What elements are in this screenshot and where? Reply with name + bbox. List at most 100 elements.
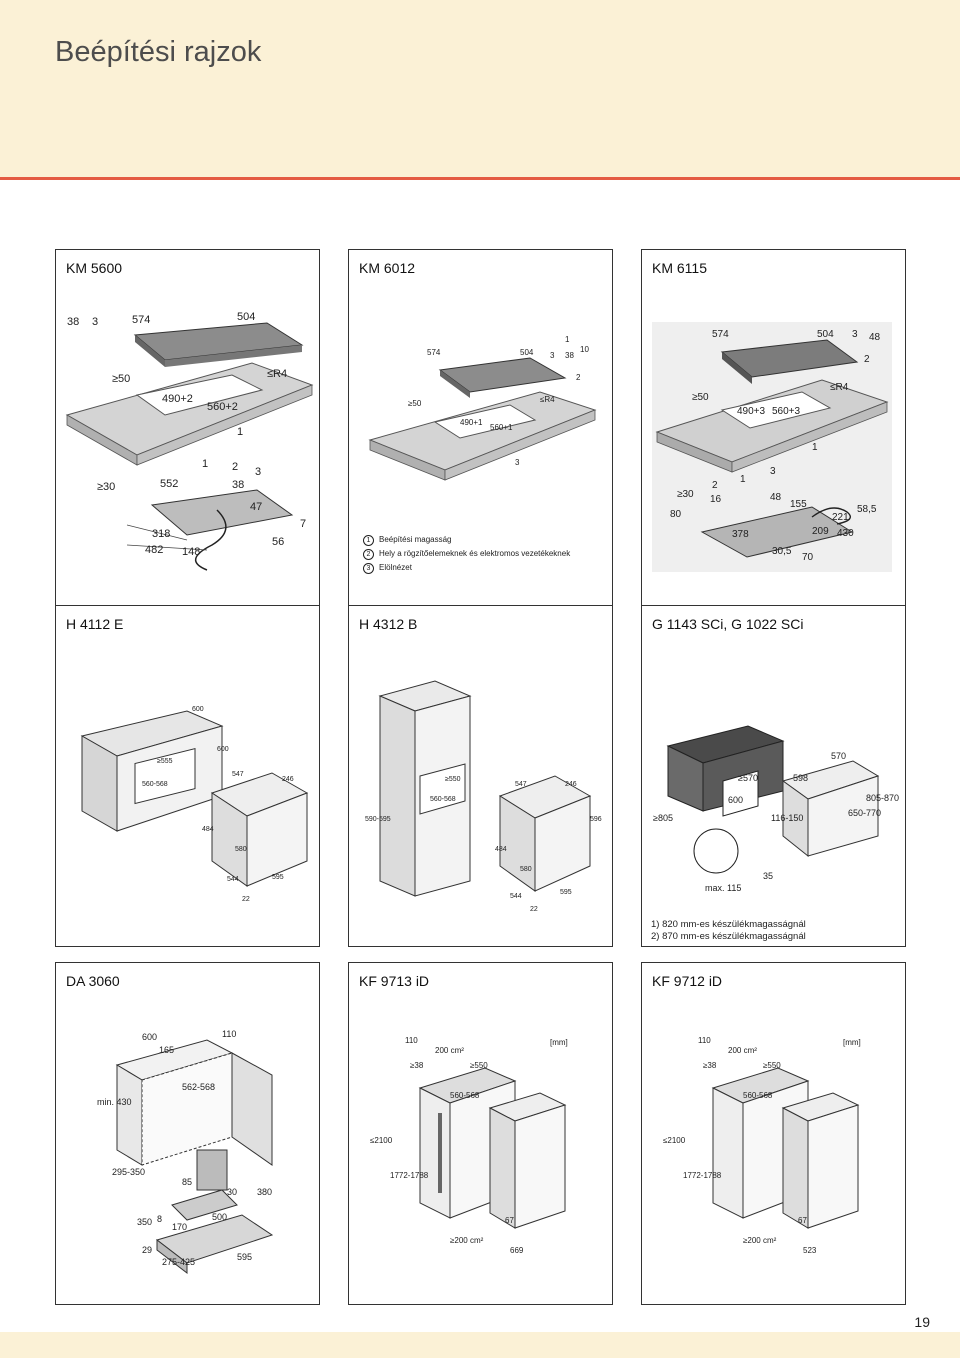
dim-label: ≥805 <box>653 813 673 823</box>
panel-title: H 4312 B <box>359 616 418 632</box>
dim-label: ≥50 <box>112 373 130 385</box>
dim-label: 3 <box>515 458 520 467</box>
dim-label: 110 <box>222 1029 236 1039</box>
dim-label: 3 <box>255 466 261 478</box>
panel-title: G 1143 SCi, G 1022 SCi <box>652 616 804 632</box>
legend-text: Elölnézet <box>379 563 412 572</box>
legend-text: Beépítési magasság <box>379 535 452 544</box>
dim-label: 523 <box>803 1246 817 1255</box>
dim-label: 600 <box>217 746 229 753</box>
note-1: 1) 820 mm-es készülékmagasságnál <box>651 919 806 930</box>
dim-label: ≤R4 <box>267 368 287 380</box>
dim-label: 116-150 <box>771 813 803 823</box>
dim-label: 574 <box>132 314 150 326</box>
panel-km5600: KM 5600 38 3 574 504 ≥50 490+2 560+2 ≤R4… <box>55 249 320 608</box>
dim-label: 22 <box>530 906 538 913</box>
dim-label: 504 <box>817 329 834 340</box>
dim-label: 209 <box>812 526 829 537</box>
dim-label: 570 <box>831 751 846 761</box>
dim-label: 1772-1788 <box>390 1171 429 1180</box>
dim-label: 544 <box>510 893 522 900</box>
dim-label: 148 <box>182 546 200 558</box>
dim-label: 30,5 <box>772 546 792 557</box>
dim-label: 38 <box>232 479 244 491</box>
dim-label: 3 <box>550 351 555 360</box>
dim-label: 1 <box>202 458 208 470</box>
panel-g1143: G 1143 SCi, G 1022 SCi 570 ≥570 598 600 … <box>641 605 906 947</box>
dim-label: 67 <box>505 1216 514 1225</box>
dim-label: 16 <box>710 494 722 505</box>
dim-label: ≥38 <box>410 1061 424 1070</box>
header-divider <box>0 177 960 180</box>
dim-label: ≤R4 <box>830 382 849 393</box>
dim-label: 85 <box>182 1177 192 1187</box>
dim-label: 547 <box>515 781 527 788</box>
dim-label: 155 <box>790 499 807 510</box>
dim-label: 70 <box>802 552 814 563</box>
dim-label: ≥570 <box>738 773 758 783</box>
dim-label: 504 <box>520 348 534 357</box>
dim-label: 560-568 <box>142 781 168 788</box>
panel-title: KF 9713 iD <box>359 973 430 989</box>
dim-label: 490+1 <box>460 418 483 427</box>
panel-kf9713id: KF 9713 iD 110 ≥38 200 cm² ≥550 [mm] 560… <box>348 962 613 1305</box>
dim-label: 3 <box>92 316 98 328</box>
dim-label: ≥550 <box>470 1061 488 1070</box>
dim-label: ≥30 <box>97 481 115 493</box>
dim-label: ≥50 <box>692 392 709 403</box>
dim-label: 2 <box>232 461 238 473</box>
dim-label: 1772-1788 <box>683 1171 722 1180</box>
dim-label: 200 cm² <box>435 1046 464 1055</box>
panel-km6115: KM 6115 574 504 3 48 2 ≥50 490+3 560+3 ≤… <box>641 249 906 608</box>
legend-item: 3 Elölnézet <box>363 561 570 575</box>
dim-label: 596 <box>590 816 602 823</box>
dim-label: [mm] <box>550 1038 568 1047</box>
dim-label: 200 cm² <box>728 1046 757 1055</box>
dim-label: 595 <box>272 874 284 881</box>
km5600-drawing: 38 3 574 504 ≥50 490+2 560+2 ≤R4 1 ≥30 5… <box>65 311 314 571</box>
panel-da3060: DA 3060 600 165 110 562-568 min. 430 295… <box>55 962 320 1305</box>
dim-label: 562-568 <box>182 1082 215 1092</box>
h4312b-drawing: ≥550 560-568 590-595 547 246 484 580 596… <box>365 680 602 913</box>
dim-label: 430 <box>837 528 854 539</box>
dim-label: 598 <box>793 773 808 783</box>
page-number: 19 <box>914 1314 930 1330</box>
legend-item: 2 Hely a rögzítőelemeknek és elektromos … <box>363 547 570 561</box>
dim-label: 500 <box>212 1212 227 1222</box>
dim-label: 560+1 <box>490 423 513 432</box>
dim-label: 3 <box>770 466 776 477</box>
dim-label: ≥50 <box>408 399 422 408</box>
dim-label: 544 <box>227 876 239 883</box>
panel-title: KM 6012 <box>359 260 416 276</box>
dim-label: 595 <box>237 1252 252 1262</box>
dim-label: 590-595 <box>365 816 391 823</box>
dim-label: 48 <box>869 332 881 343</box>
panel-title: H 4112 E <box>66 616 124 632</box>
note-2: 2) 870 mm-es készülékmagasságnál <box>651 931 806 942</box>
dim-label: 7 <box>300 518 306 530</box>
dim-label: 47 <box>250 501 262 513</box>
dim-label: 165 <box>159 1045 174 1055</box>
dim-label: 80 <box>670 509 682 520</box>
dim-label: 580 <box>235 846 247 853</box>
dim-label: 170 <box>172 1222 187 1232</box>
dim-label: ≥200 cm² <box>450 1236 484 1245</box>
panel-h4112e: H 4112 E 600 600 ≥555 560-568 547 246 48… <box>55 605 320 947</box>
dim-label: ≥30 <box>677 489 694 500</box>
dim-label: 574 <box>712 329 729 340</box>
dim-label: 595 <box>560 889 572 896</box>
legend: 1 Beépítési magasság 2 Hely a rögzítőele… <box>363 533 570 575</box>
kf9712id-drawing: 110 ≥38 200 cm² ≥550 [mm] 560-568 ≤2100 … <box>663 1036 861 1255</box>
panel-title: KF 9712 iD <box>652 973 723 989</box>
dim-label: ≤2100 <box>370 1136 393 1145</box>
dim-label: 56 <box>272 536 284 548</box>
dim-label: 378 <box>732 529 749 540</box>
dim-label: 482 <box>145 544 163 556</box>
dim-label: 275-425 <box>162 1257 195 1267</box>
dim-label: 669 <box>510 1246 524 1255</box>
kf9713id-drawing: 110 ≥38 200 cm² ≥550 [mm] 560-568 ≤2100 … <box>370 1036 568 1255</box>
dim-label: 574 <box>427 348 441 357</box>
legend-text: Hely a rögzítőelemeknek és elektromos ve… <box>379 549 571 558</box>
dim-label: ≤2100 <box>663 1136 686 1145</box>
dim-label: 58,5 <box>857 504 877 515</box>
